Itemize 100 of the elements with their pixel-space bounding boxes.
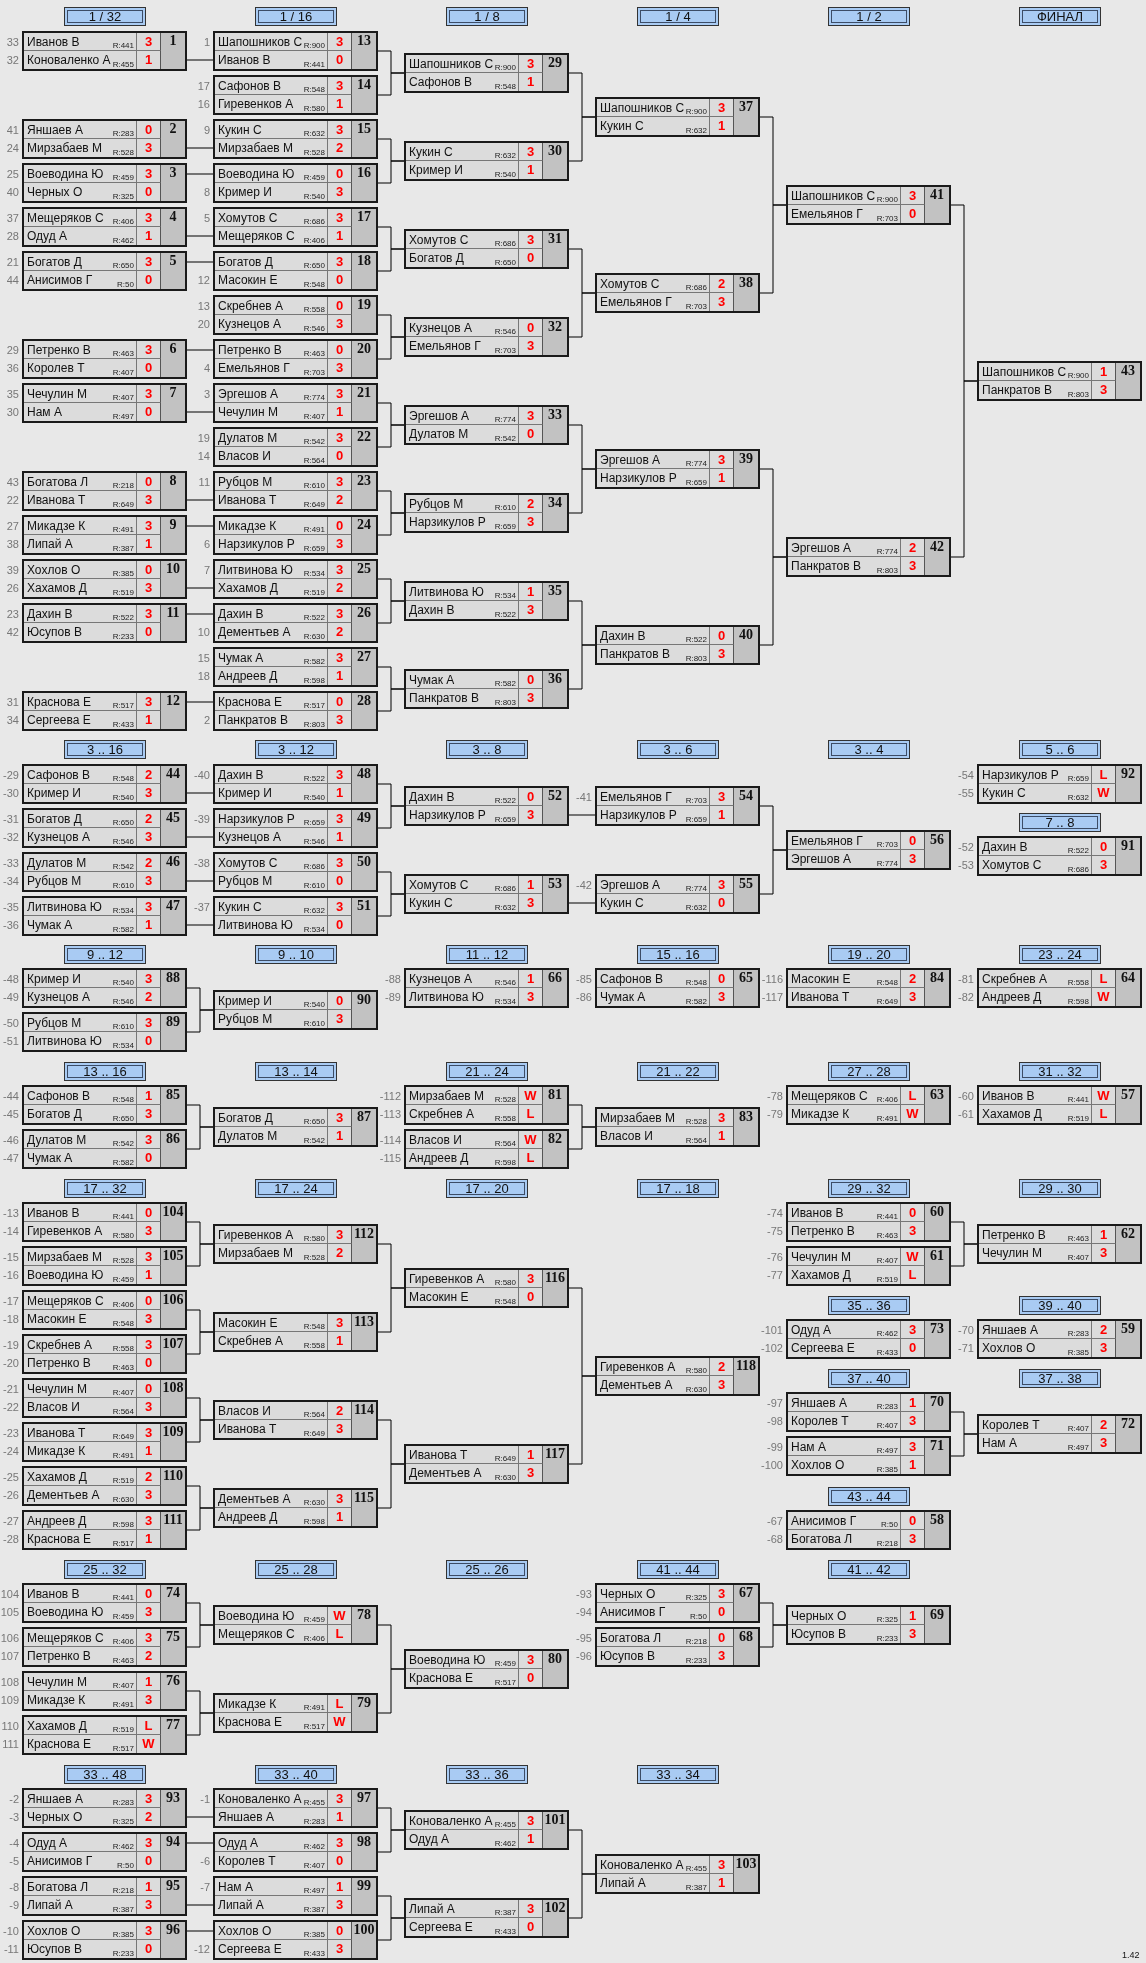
player-name: Чечулин М xyxy=(982,1245,1042,1261)
match-number: 46 xyxy=(165,854,181,871)
player-row xyxy=(215,605,352,623)
player-rating: R:462 xyxy=(112,236,134,245)
match-number: 50 xyxy=(356,854,372,871)
player-rating: R:517 xyxy=(112,1744,134,1753)
seed-number: -48 xyxy=(3,972,19,986)
match-box xyxy=(404,1898,569,1938)
player-rating: R:522 xyxy=(303,774,325,783)
round-header: 25 .. 28 xyxy=(255,1560,337,1579)
score: 2 xyxy=(327,491,351,509)
player-rating: R:650 xyxy=(303,1117,325,1126)
player-name: Дементьев А xyxy=(27,1487,100,1503)
score: 3 xyxy=(900,850,924,868)
player-row xyxy=(406,583,543,601)
player-name: Кузнецов А xyxy=(27,829,90,845)
score: 0 xyxy=(136,1149,160,1167)
score: 3 xyxy=(1091,381,1115,399)
player-name: Чечулин М xyxy=(218,404,278,420)
score: L xyxy=(900,1087,924,1104)
player-rating: R:659 xyxy=(303,544,325,553)
round-header: 17 .. 18 xyxy=(637,1179,719,1198)
player-rating: R:803 xyxy=(494,698,516,707)
seed-number: -21 xyxy=(3,1382,19,1396)
score: 3 xyxy=(327,183,351,201)
round-header: 17 .. 24 xyxy=(255,1179,337,1198)
player-rating: R:582 xyxy=(494,679,516,688)
score: 1 xyxy=(327,95,351,113)
player-rating: R:546 xyxy=(494,327,516,336)
player-name: Масокин Е xyxy=(791,971,851,987)
player-rating: R:519 xyxy=(112,1725,134,1734)
match-number: 47 xyxy=(165,898,181,915)
player-name: Нам А xyxy=(791,1439,826,1455)
seed-number: 35 xyxy=(6,387,19,401)
bracket-line xyxy=(377,688,405,712)
score: L xyxy=(518,1105,542,1123)
round-header: 33 .. 36 xyxy=(446,1765,528,1784)
player-name: Дементьев А xyxy=(218,624,291,640)
player-name: Одуд А xyxy=(218,1835,258,1851)
seed-number: 10 xyxy=(197,625,210,639)
score: 0 xyxy=(136,561,160,578)
match-number: 82 xyxy=(547,1131,563,1148)
player-rating: R:528 xyxy=(685,1117,707,1126)
match-number: 113 xyxy=(352,1314,376,1331)
player-name: Власов И xyxy=(409,1132,462,1148)
player-name: Дулатов М xyxy=(409,426,469,442)
match-box xyxy=(404,874,569,914)
score: 0 xyxy=(327,517,351,534)
match-number: 105 xyxy=(161,1248,185,1265)
player-rating: R:582 xyxy=(303,657,325,666)
round-header: 13 .. 16 xyxy=(64,1062,146,1081)
player-rating: R:387 xyxy=(112,544,134,553)
match-number: 75 xyxy=(165,1629,181,1646)
player-name: Дахин В xyxy=(27,606,73,622)
seed-number: 108 xyxy=(0,1675,19,1689)
player-name: Богатов Д xyxy=(27,1106,82,1122)
player-row xyxy=(788,832,925,850)
score: 3 xyxy=(327,315,351,333)
seed-number: -68 xyxy=(767,1532,783,1546)
player-name: Панкратов В xyxy=(409,690,479,706)
player-rating: R:580 xyxy=(685,1366,707,1375)
seed-number: -1 xyxy=(200,1792,210,1806)
bracket-line xyxy=(186,1009,214,1033)
round-header: 33 .. 48 xyxy=(64,1765,146,1784)
seed-number: 105 xyxy=(0,1605,19,1619)
player-name: Петренко В xyxy=(27,342,91,358)
score: 1 xyxy=(518,876,542,893)
player-name: Чечулин М xyxy=(27,1674,87,1690)
round-header: 3 .. 12 xyxy=(255,740,337,759)
player-row xyxy=(979,1434,1116,1452)
player-row xyxy=(406,671,543,689)
seed-number: 8 xyxy=(203,185,210,199)
player-row xyxy=(215,916,352,934)
bracket-line xyxy=(568,1126,596,1150)
seed-number: -98 xyxy=(767,1414,783,1428)
player-rating: R:564 xyxy=(112,1407,134,1416)
match-number: 100 xyxy=(352,1922,376,1939)
seed-number: -81 xyxy=(958,972,974,986)
player-name: Литвинова Ю xyxy=(27,899,102,915)
bracket-line xyxy=(377,1463,405,1509)
seed-number: -101 xyxy=(760,1323,783,1337)
score: 3 xyxy=(136,385,160,402)
player-rating: R:548 xyxy=(494,82,516,91)
score: 1 xyxy=(136,1087,160,1104)
match-number: 79 xyxy=(356,1695,372,1712)
seed-number: -49 xyxy=(3,990,19,1004)
score: 0 xyxy=(327,447,351,465)
player-row xyxy=(597,117,734,135)
player-rating: R:534 xyxy=(494,591,516,600)
round-header: 21 .. 22 xyxy=(637,1062,719,1081)
bracket-line xyxy=(186,1930,214,1932)
match-number: 61 xyxy=(929,1248,945,1265)
score: W xyxy=(518,1131,542,1148)
player-row xyxy=(788,557,925,575)
player-name: Скребнев А xyxy=(982,971,1047,987)
score: 1 xyxy=(327,1332,351,1350)
seed-number: 13 xyxy=(197,299,210,313)
player-row xyxy=(215,1244,352,1262)
match-box xyxy=(595,449,760,489)
player-rating: R:283 xyxy=(112,1798,134,1807)
